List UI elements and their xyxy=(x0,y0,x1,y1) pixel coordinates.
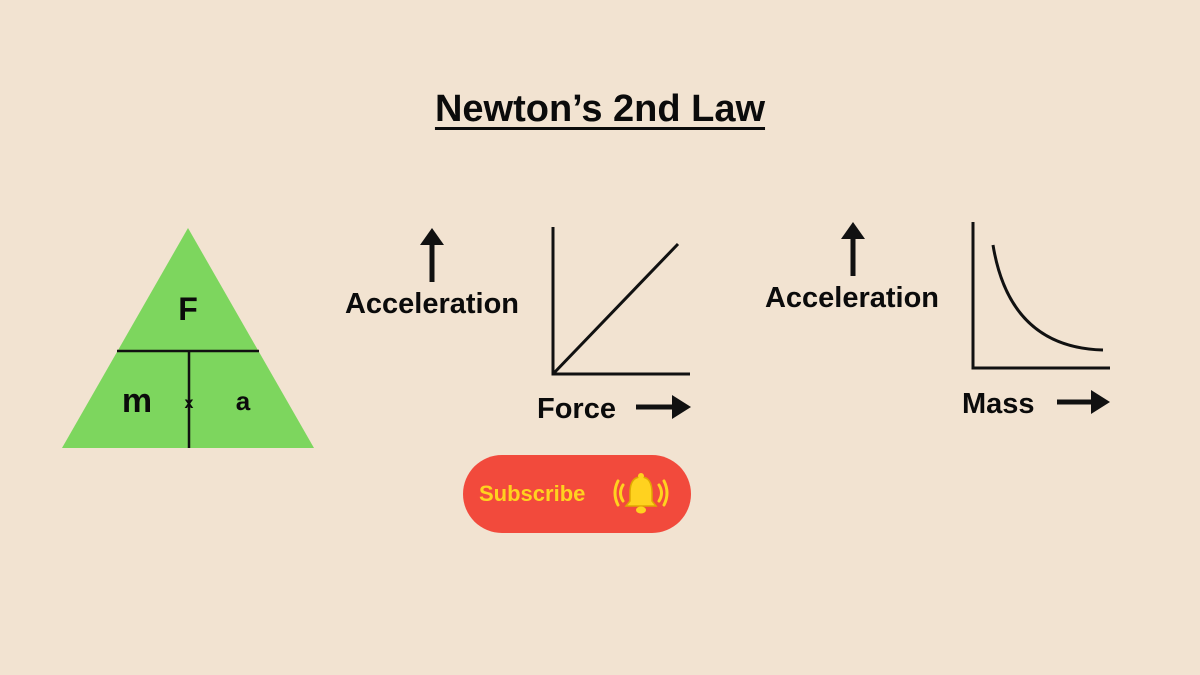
triangle-label-acceleration: a xyxy=(236,386,251,416)
up-arrow-icon xyxy=(420,228,444,282)
formula-triangle: F m a x xyxy=(62,228,314,448)
page-title: Newton’s 2nd Law xyxy=(434,88,766,130)
right-arrow-icon xyxy=(636,395,691,419)
subscribe-button[interactable]: Subscribe xyxy=(463,455,691,533)
graph-mass-inverse-curve xyxy=(991,244,1104,352)
subscribe-label: Subscribe xyxy=(479,481,586,506)
graph-acceleration-vs-mass: Acceleration Mass xyxy=(765,222,1110,420)
triangle-label-force: F xyxy=(178,291,198,327)
bell-icon xyxy=(613,473,669,514)
graph-mass-axes xyxy=(971,222,1110,370)
triangle-label-mass: m xyxy=(122,382,152,420)
triangle-shape xyxy=(62,228,314,448)
graph-force-linear-line xyxy=(551,242,680,376)
graph-force-y-label: Acceleration xyxy=(345,288,519,320)
graph-acceleration-vs-force: Acceleration Force xyxy=(345,227,691,425)
graph-force-x-label: Force xyxy=(537,393,616,425)
graph-mass-x-label: Mass xyxy=(962,388,1035,420)
up-arrow-icon xyxy=(841,222,865,276)
graph-mass-y-label: Acceleration xyxy=(765,282,939,314)
triangle-multiply-sign: x xyxy=(185,395,194,412)
right-arrow-icon xyxy=(1057,390,1110,414)
